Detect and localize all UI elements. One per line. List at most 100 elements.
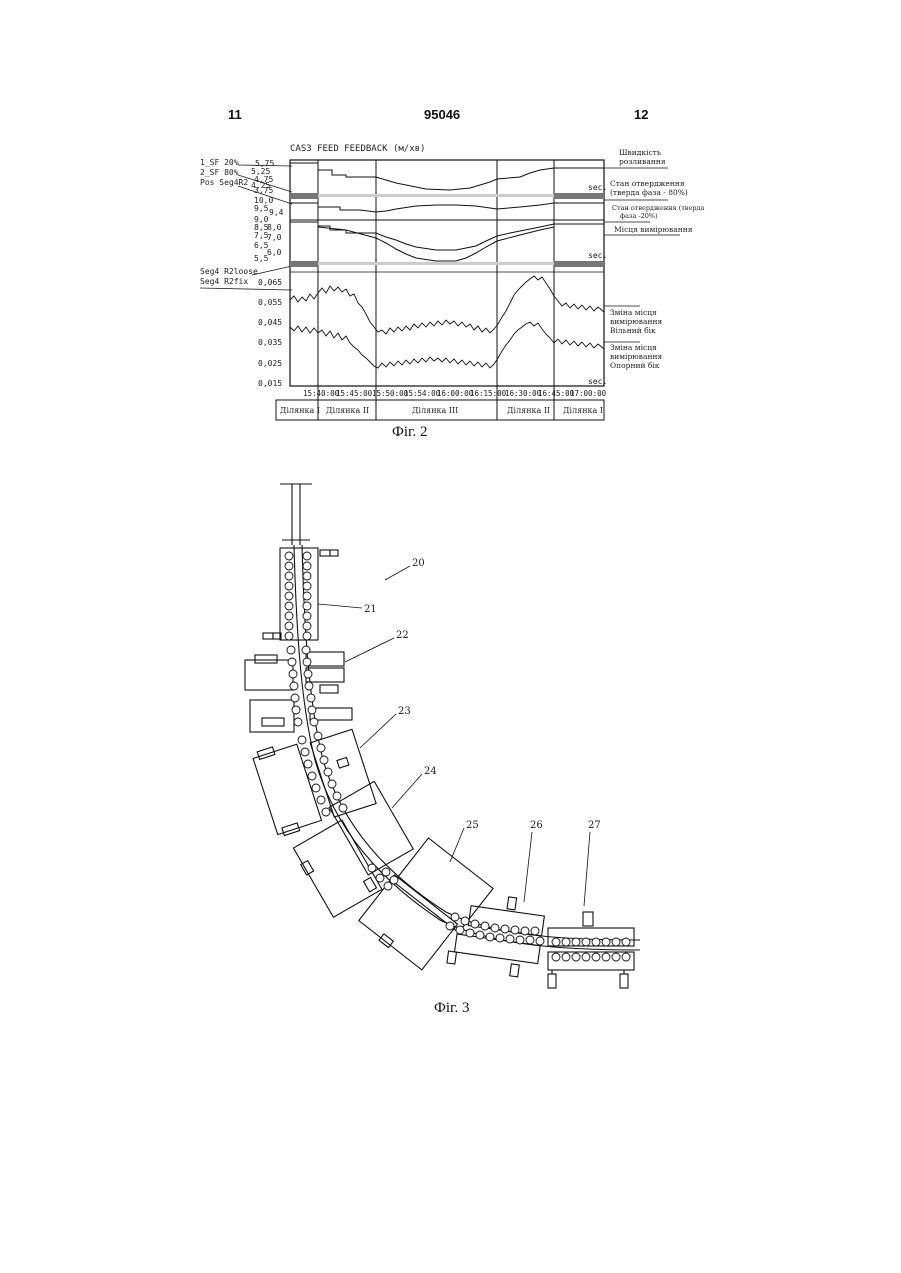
roll [511,926,519,934]
leader-24 [392,774,422,808]
hatch-band [290,261,318,267]
roll [289,670,297,678]
roll [339,804,347,812]
roll [562,953,570,961]
x-tick: 15:54:00 [404,389,441,398]
roll [456,926,464,934]
free-side-noise-line [290,276,604,334]
roll [312,784,320,792]
roll [304,670,312,678]
legend-r2loose: Seg4 R2loose [200,267,258,276]
roll [308,706,316,714]
roll [301,748,309,756]
roll [303,552,311,560]
roll [285,582,293,590]
sec-label: sec. [588,251,607,260]
roll [382,868,390,876]
legend-sf20: 1_SF 20% [200,158,239,167]
reference-labels: 20 21 22 23 24 25 26 27 [318,558,601,906]
roll [622,953,630,961]
chart-title: CAS3 FEED FEEDBACK (м/хв) [290,144,425,154]
roll [303,602,311,610]
roll [552,953,560,961]
hatch-band [554,193,604,199]
roll [285,562,293,570]
roll [303,592,311,600]
section-label: Ділянка II [507,406,550,415]
roll [285,612,293,620]
solid-20-line [290,222,604,250]
y-tick: 9,5 [254,204,269,213]
roll [322,808,330,816]
section-label: Ділянка II [326,406,369,415]
roll [285,602,293,610]
actuator [510,964,520,977]
right-label-solid80: Стан отвердження(тверда фаза - 80%) [610,179,688,197]
roll [285,572,293,580]
hatch-band [318,262,554,265]
y-tick: 0,025 [258,359,282,368]
sec-label: sec. [588,183,607,192]
roll [496,934,504,942]
roll [461,917,469,925]
roll [622,938,630,946]
y-axis-top-ticks: 5,75 5,25 4,75 4,25 3,75 10,0 9,5 9,4 9,… [251,159,284,263]
x-tick: 15:45:00 [336,389,373,398]
ref-label-21: 21 [364,604,377,615]
y-tick: 0,035 [258,338,282,347]
roll [314,732,322,740]
roll [303,562,311,570]
roll [285,592,293,600]
roll [516,936,524,944]
actuator [282,823,300,836]
actuator [447,951,457,964]
roll [602,953,610,961]
roll [304,760,312,768]
legend-sf80: 2_SF 80% [200,168,239,177]
actuator [262,718,284,726]
right-label-free-side: Зміна місцявимірюванняВільний бік [610,308,662,335]
right-labels: Швидкістьрозливання Стан отвердження(тве… [604,148,704,370]
roll [376,874,384,882]
actuator [620,974,628,988]
roll [572,953,580,961]
roll [612,938,620,946]
section-labels: Ділянка I Ділянка II Ділянка III Ділянка… [280,406,603,415]
solid-80-line [290,203,604,212]
actuator [330,550,338,556]
leader-23 [360,714,396,748]
roll [602,938,610,946]
y-tick: 3,75 [254,186,273,195]
stepped-curves [290,163,604,261]
actuator [257,747,275,760]
roll [294,718,302,726]
y-tick: 9,4 [269,208,284,217]
roll [592,953,600,961]
roll [390,876,398,884]
actuator [320,550,330,556]
roll [333,792,341,800]
right-label-support-side: Зміна місцявимірюванняОпорний бік [610,343,662,370]
actuator [507,897,517,910]
y-tick: 0,065 [258,278,282,287]
roll [486,933,494,941]
roll [536,937,544,945]
rolls [285,552,630,961]
y-tick: 7,0 [267,233,282,242]
roll [285,632,293,640]
casting-speed-line [290,163,604,190]
hatch-band [290,193,318,199]
sec-label: sec. [588,377,607,386]
legend-pos-seg4r2: Pos Seg4R2 [200,178,248,187]
roll [310,718,318,726]
roll [287,646,295,654]
roll [506,935,514,943]
leader-25 [450,828,464,862]
roll [491,924,499,932]
actuator [364,877,377,891]
roll [303,632,311,640]
roll [572,938,580,946]
hatch-band [318,194,554,197]
leader-21 [318,604,362,608]
x-tick: 16:30:00 [505,389,542,398]
